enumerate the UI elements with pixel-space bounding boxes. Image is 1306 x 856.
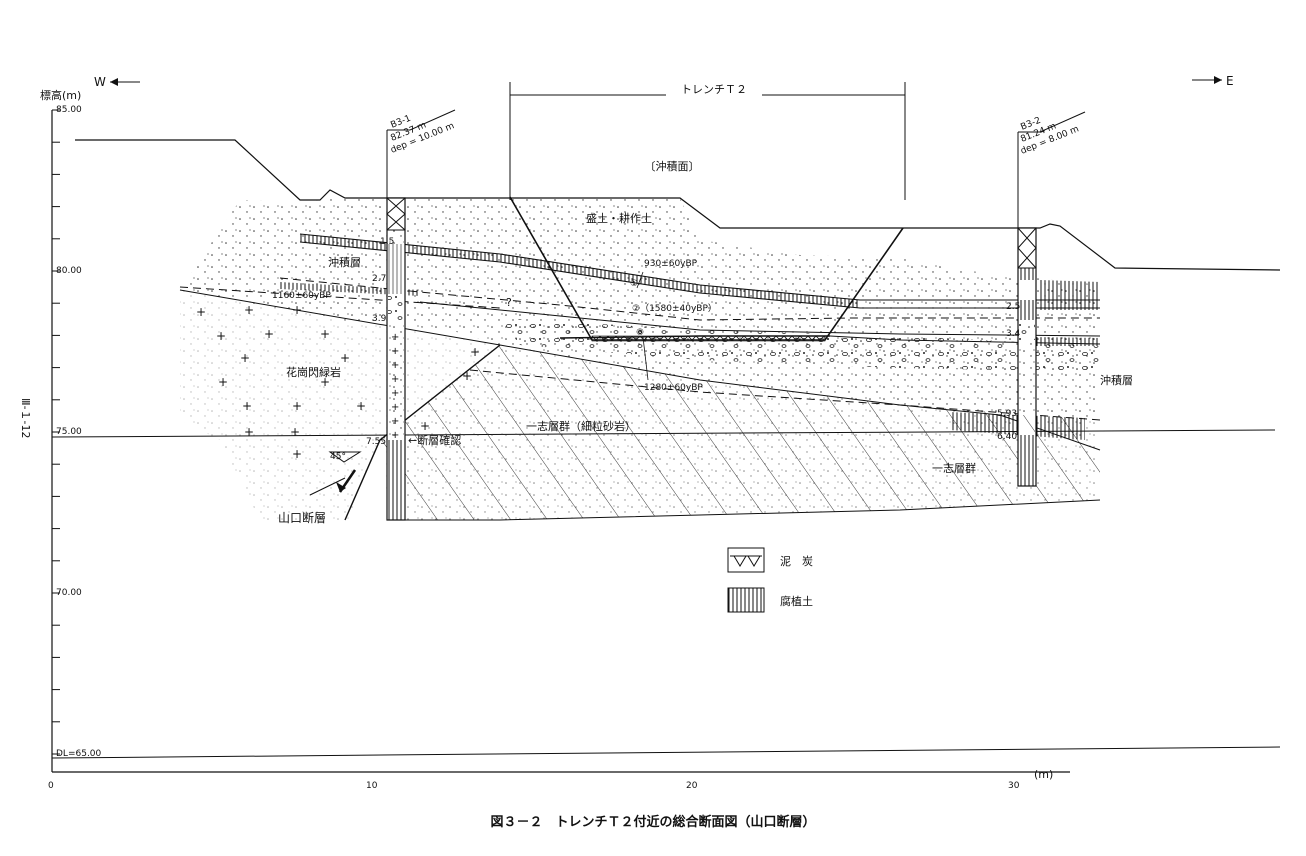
alluvium-label-east: 沖積層	[1100, 373, 1133, 387]
depth-mark: 2.5	[1006, 302, 1020, 312]
y-tick-label: 85.00	[56, 105, 82, 115]
date-label: ②（1580±40yBP）	[632, 303, 717, 314]
granite-cross-symbol: +	[391, 416, 399, 427]
depth-mark: 7.55	[366, 437, 386, 447]
legend-item-humus: 腐植土	[727, 587, 813, 613]
fault-confirm-label: ←断層確認	[408, 433, 461, 447]
sample-marker: ③	[636, 328, 644, 338]
west-arrow: W	[94, 75, 140, 89]
granite-cross-symbol: +	[264, 327, 274, 341]
sample-marker: ①	[630, 279, 638, 289]
figure-caption: 図３－２ トレンチＴ２付近の総合断面図（山口断層）	[490, 814, 815, 830]
east-arrow: E	[1192, 74, 1234, 88]
granite-cross-symbol: +	[391, 374, 399, 385]
granite-cross-symbol: +	[470, 345, 480, 359]
granite-cross-symbol: +	[391, 360, 399, 371]
granite-cross-symbol: +	[391, 388, 399, 399]
y-tick-label: 80.00	[56, 266, 82, 276]
granite-body	[180, 290, 500, 520]
granite-cross-symbol: +	[356, 399, 366, 413]
depth-mark: 2.7	[372, 274, 386, 284]
y-axis: 標高(m) 85.00 80.00 75.00 70.00 DL=65.00	[40, 88, 102, 772]
y-tick-label: DL=65.00	[56, 749, 102, 759]
granite-cross-symbol: +	[290, 425, 300, 439]
x-tick-label: 10	[366, 781, 378, 791]
granite-cross-symbol: +	[218, 375, 228, 389]
humus-band	[1040, 280, 1100, 310]
shishi-label: 一志層群	[932, 461, 976, 475]
granite-cross-symbol: +	[244, 425, 254, 439]
granite-symbols: + + + + + + + + + + + + + + + + + + +	[196, 303, 480, 461]
fault-label: 山口断層	[278, 510, 326, 525]
x-unit: (m)	[1034, 768, 1053, 781]
gravel-layer	[500, 318, 1100, 372]
humus-band	[280, 282, 420, 296]
y-tick-label: 70.00	[56, 588, 82, 598]
depth-mark: 5.93	[997, 409, 1017, 419]
granite-cross-symbol: +	[320, 327, 330, 341]
granite-cross-symbol: +	[420, 419, 430, 433]
y-axis-title: 標高(m)	[40, 88, 81, 102]
x-axis: 0 10 20 30 (m)	[48, 768, 1070, 791]
date-label: 1160±60yBP	[272, 291, 331, 301]
x-tick-label: 30	[1008, 781, 1020, 791]
trench-span: トレンチＴ２ 〔沖積面〕	[509, 80, 906, 200]
granite-cross-symbol: +	[320, 375, 330, 389]
granite-cross-symbol: +	[244, 303, 254, 317]
trench-label: トレンチＴ２	[681, 83, 747, 96]
granite-cross-symbol: +	[292, 399, 302, 413]
east-label: E	[1226, 74, 1234, 88]
surface-label: 〔沖積面〕	[645, 159, 700, 173]
fill-soil-label: 盛土・耕作土	[586, 211, 652, 225]
legend-label: 泥 炭	[780, 555, 813, 568]
depth-mark: 1.5	[380, 237, 394, 247]
granite-cross-symbol: +	[216, 329, 226, 343]
granite-cross-symbol: +	[340, 351, 350, 365]
granite-cross-symbol: +	[240, 351, 250, 365]
granite-cross-symbol: +	[242, 399, 252, 413]
depth-mark: 3.4	[1006, 329, 1021, 339]
granite-cross-symbol: +	[292, 447, 302, 461]
legend-label: 腐植土	[780, 594, 813, 608]
granite-cross-symbol: +	[391, 430, 399, 441]
legend-item-peat: 泥 炭	[727, 547, 813, 573]
depth-mark: 3.9	[372, 314, 387, 324]
borehole-b3-1: ++++++++ B3-1 82.37 m dep = 10.00 m 1.5 …	[366, 109, 456, 521]
date-label: 930±60yBP	[644, 259, 698, 269]
fault-line	[309, 344, 501, 521]
granite-cross-symbol: +	[391, 402, 399, 413]
granite-cross-symbol: +	[391, 332, 399, 343]
x-tick-label: 0	[48, 781, 54, 791]
west-label: W	[94, 75, 106, 89]
granite-cross-symbol: +	[292, 303, 302, 317]
dip-angle: 45°	[330, 452, 346, 462]
question-mark: ?	[506, 296, 512, 309]
y-tick-label: 75.00	[56, 427, 82, 437]
alluvium-label-west: 沖積層	[328, 255, 361, 269]
granite-cross-symbol: +	[391, 346, 399, 357]
granite-label: 花崗閃緑岩	[286, 365, 341, 379]
date-label: 1280±60yBP	[644, 383, 703, 393]
legend: 泥 炭 腐植土	[727, 547, 813, 613]
dip-angle-symbol: 45°	[328, 451, 362, 463]
x-tick-label: 20	[686, 781, 698, 791]
granite-cross-symbol: +	[462, 369, 472, 383]
granite-cross-symbol: +	[196, 305, 206, 319]
page-side-label: Ⅲ-１-12	[19, 398, 32, 439]
depth-mark: 6.40	[997, 432, 1017, 442]
humus-band	[300, 234, 860, 308]
shishi-fine-label: 一志層群（細粒砂岩）	[526, 419, 636, 433]
